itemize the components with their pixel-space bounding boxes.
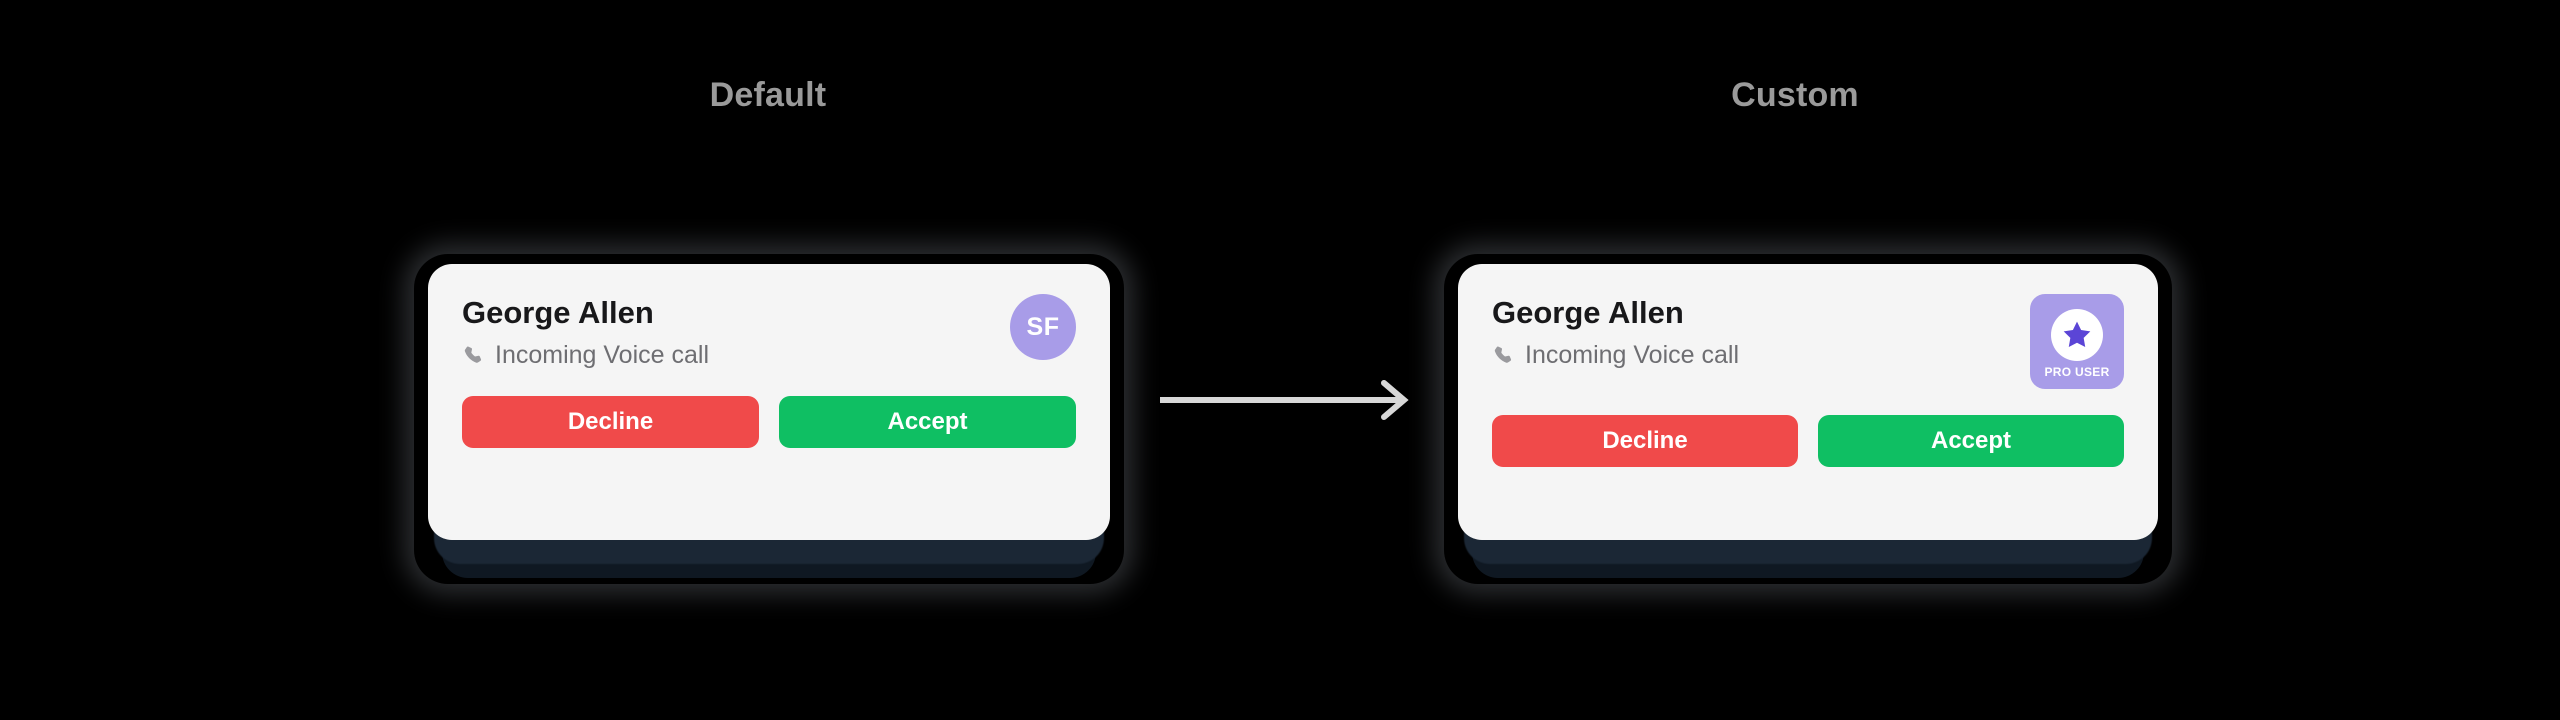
call-status-text-default: Incoming Voice call [495, 341, 710, 370]
call-card-custom-wrapper: George Allen Incoming Voice call [1458, 264, 2158, 578]
card-actions-default: Decline Accept [462, 395, 1076, 448]
call-notification-card-default[interactable]: George Allen Incoming Voice call SF [428, 264, 1110, 540]
call-status-default: Incoming Voice call [462, 342, 709, 370]
accept-button-default[interactable]: Accept [779, 395, 1076, 448]
card-actions-custom: Decline Accept [1492, 415, 2124, 467]
avatar-initials-text-default: SF [1026, 312, 1060, 341]
card-header-custom: George Allen Incoming Voice call [1492, 294, 2124, 389]
avatar-initials-default: SF [1010, 294, 1076, 360]
decline-button-default[interactable]: Decline [462, 395, 759, 448]
pro-user-badge-custom: PRO USER [2030, 294, 2124, 389]
arrow-right-icon [1158, 378, 1414, 422]
call-notification-card-custom[interactable]: George Allen Incoming Voice call [1458, 264, 2158, 540]
accept-button-custom[interactable]: Accept [1818, 415, 2124, 467]
star-icon [2060, 318, 2094, 352]
badge-disc-custom [2051, 309, 2103, 361]
card-header-default: George Allen Incoming Voice call SF [462, 294, 1076, 370]
phone-icon [462, 344, 486, 368]
caller-info-default: George Allen Incoming Voice call [462, 294, 709, 370]
decline-button-custom[interactable]: Decline [1492, 415, 1798, 467]
call-card-default-wrapper: George Allen Incoming Voice call SF [428, 264, 1110, 578]
caller-name-default: George Allen [462, 295, 654, 330]
call-status-custom: Incoming Voice call [1492, 342, 1739, 370]
column-title-default: Default [709, 76, 827, 114]
column-title-custom: Custom [1731, 76, 1859, 114]
caller-name-custom: George Allen [1492, 295, 1684, 330]
phone-icon [1492, 344, 1516, 368]
caller-info-custom: George Allen Incoming Voice call [1492, 294, 1739, 370]
pro-user-badge-label: PRO USER [2044, 365, 2110, 379]
call-status-text-custom: Incoming Voice call [1525, 341, 1740, 370]
